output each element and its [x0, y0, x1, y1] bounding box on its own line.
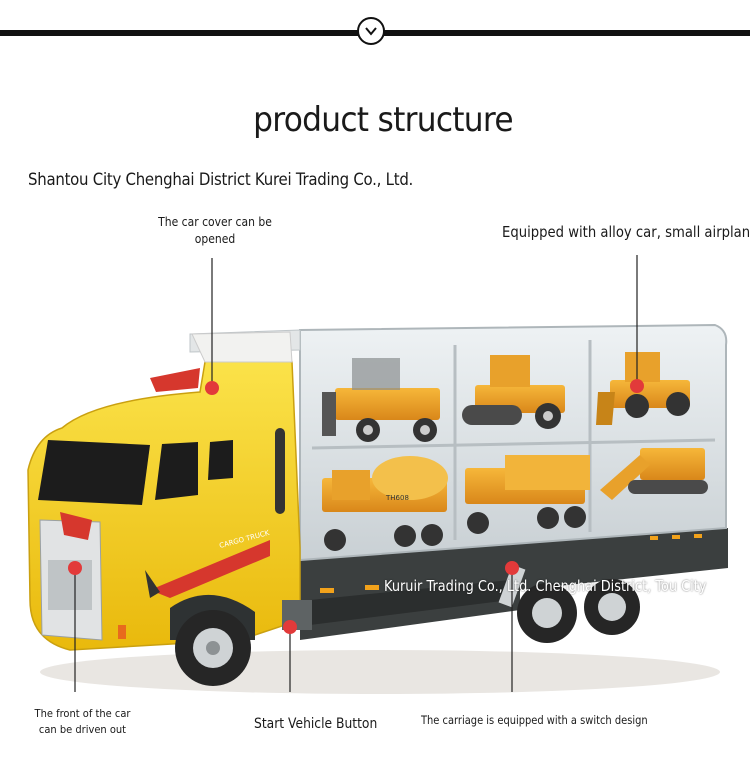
page-title: product structure — [253, 100, 513, 140]
toy-loader — [596, 352, 690, 425]
company-name: Shantou City Chenghai District Kurei Tra… — [28, 170, 414, 190]
callout-carriage: The carriage is equipped with a switch d… — [421, 713, 648, 727]
watermark-text: Kuruir Trading Co., Ltd. Chenghai Distri… — [384, 577, 707, 595]
marker-start — [283, 620, 297, 634]
toy-dump-truck — [465, 455, 590, 534]
floor-shadow — [40, 650, 720, 694]
marker-carriage — [505, 561, 519, 575]
marker-equipped — [630, 379, 644, 393]
callout-cover: The car cover can be opened — [158, 215, 272, 247]
callout-front: The front of the car can be driven out — [34, 707, 131, 736]
callout-start-button: Start Vehicle Button — [254, 716, 378, 732]
toy-roller — [462, 355, 565, 429]
mixer-label: TH608 — [385, 494, 409, 502]
marker-front — [68, 561, 82, 575]
front-wheel — [175, 610, 251, 686]
callout-equipped: Equipped with alloy car, small airplane — [502, 223, 750, 241]
rear-wheels — [517, 579, 640, 643]
toy-forklift — [322, 358, 440, 442]
chevron-down-icon — [365, 27, 377, 36]
toy-mixer: TH608 — [322, 456, 448, 551]
marker-cover — [205, 381, 219, 395]
section-badge — [357, 17, 385, 45]
toy-excavator — [600, 448, 708, 500]
windshield — [38, 440, 150, 505]
